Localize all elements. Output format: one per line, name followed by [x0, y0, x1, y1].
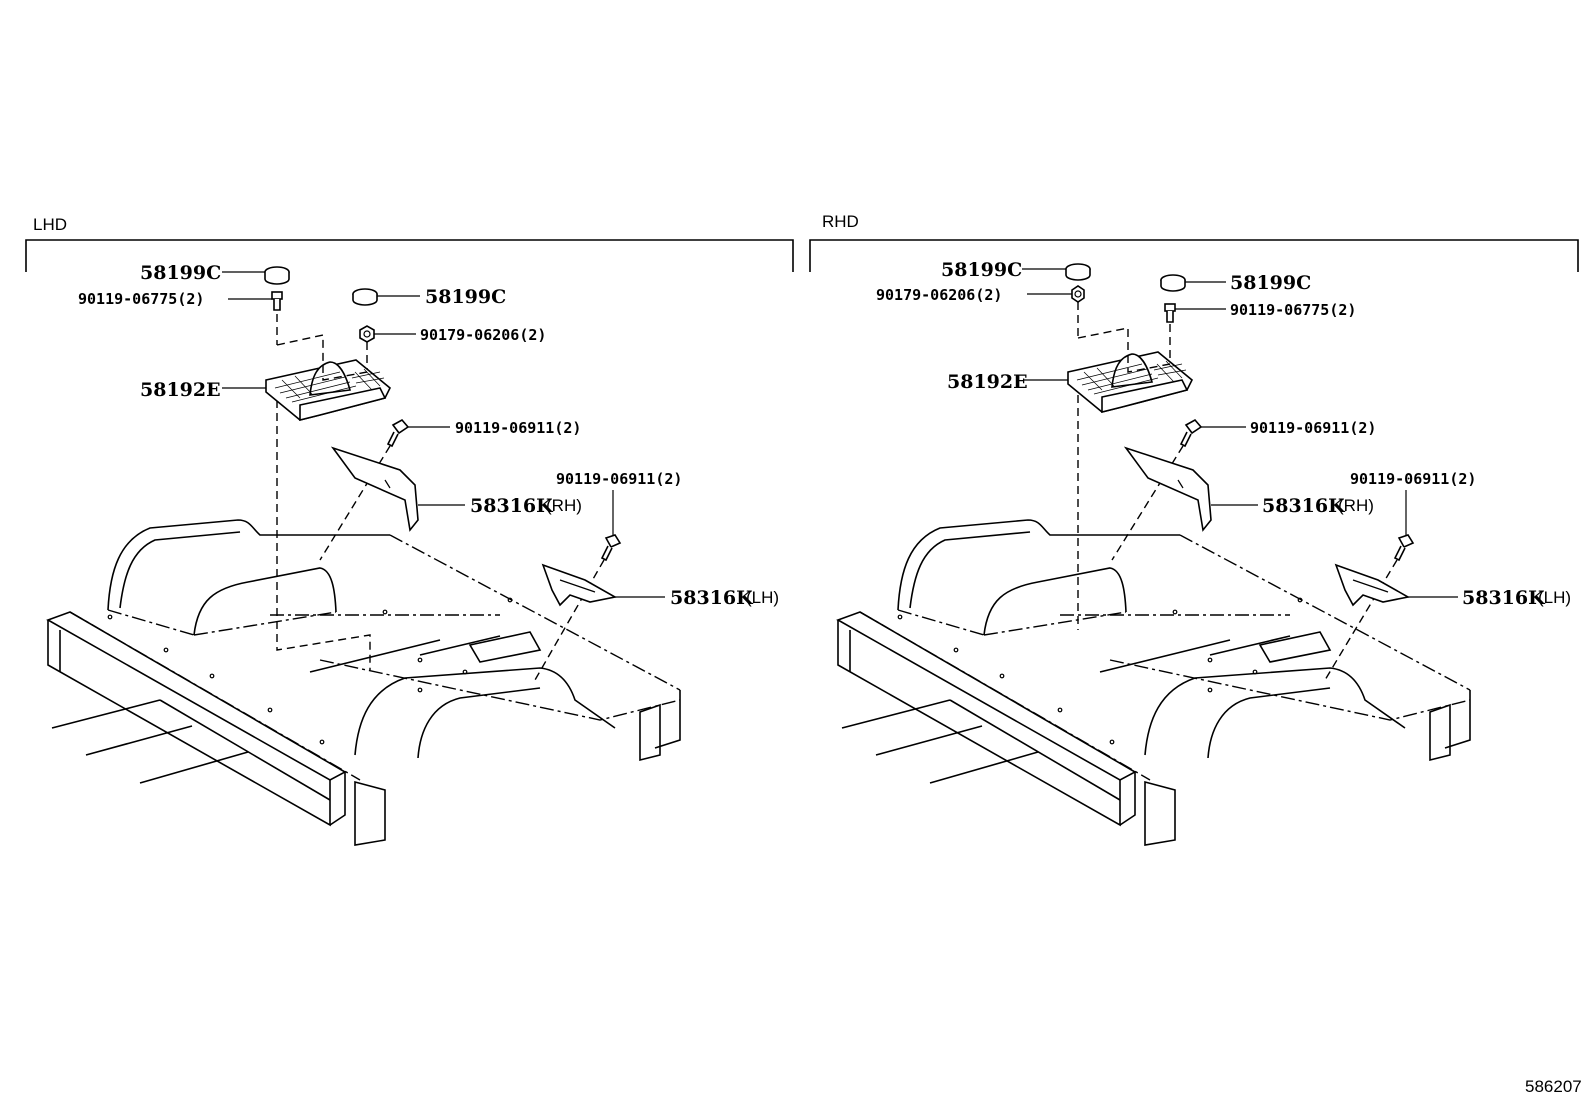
trim-58316k-lh-rhd[interactable] [1334, 563, 1411, 607]
bracket-58192e-lhd[interactable] [265, 359, 392, 422]
screw-90119-06911-rh-rhd[interactable] [1179, 418, 1203, 448]
nut-90179-06206-rhd[interactable] [1071, 285, 1085, 303]
assembly-line [1077, 302, 1129, 355]
label-58316k-lh-rhd[interactable]: 58316K [1462, 587, 1546, 609]
assembly-line [1111, 445, 1184, 561]
label-58192e-lhd[interactable]: 58192E [140, 379, 221, 401]
label-58199c-right-lhd[interactable]: 58199C [425, 286, 506, 308]
label-58199c-right-rhd[interactable]: 58199C [1230, 272, 1311, 294]
section-bracket-rhd [809, 239, 1579, 272]
section-title-rhd: RHD [822, 212, 859, 231]
label-90119-06775-lhd[interactable]: 90119-06775(2) [78, 290, 204, 308]
label-58199c-left-rhd[interactable]: 58199C [941, 259, 1022, 281]
label-90119-06911-lh-lhd[interactable]: 90119-06911(2) [556, 470, 682, 488]
assembly-line [319, 445, 391, 561]
section-rhd: RHD [809, 212, 1579, 846]
section-bracket-lhd [25, 239, 794, 272]
label-side-rh-rhd: (RH) [1338, 496, 1374, 515]
label-58316k-lh-lhd[interactable]: 58316K [670, 587, 754, 609]
diagram-id: 586207 [1525, 1077, 1582, 1096]
floor-panel-drawing-lhd [46, 519, 681, 846]
cap-58199c-right-lhd[interactable] [352, 288, 378, 306]
label-58316k-rh-rhd[interactable]: 58316K [1262, 495, 1346, 517]
label-90119-06911-rh-lhd[interactable]: 90119-06911(2) [455, 419, 581, 437]
label-90119-06775-rhd[interactable]: 90119-06775(2) [1230, 301, 1356, 319]
nut-90179-06206-lhd[interactable] [359, 325, 375, 343]
label-58192e-rhd[interactable]: 58192E [947, 371, 1028, 393]
label-90179-06206-lhd[interactable]: 90179-06206(2) [420, 326, 546, 344]
floor-panel-drawing-rhd [836, 519, 1471, 846]
label-58316k-rh-lhd[interactable]: 58316K [470, 495, 554, 517]
screw-90119-06911-lh-lhd[interactable] [600, 534, 622, 562]
screw-90119-06911-rh-lhd[interactable] [386, 418, 410, 448]
trim-58316k-rh-lhd[interactable] [330, 446, 419, 532]
bolt-90119-06775-rhd[interactable] [1164, 303, 1176, 323]
label-side-rh-lhd: (RH) [546, 496, 582, 515]
label-side-lh-rhd: (LH) [1538, 588, 1571, 607]
label-90119-06911-rh-rhd[interactable]: 90119-06911(2) [1250, 419, 1376, 437]
assembly-line [276, 400, 371, 670]
section-lhd: LHD [25, 215, 794, 846]
trim-58316k-rh-rhd[interactable] [1123, 446, 1212, 532]
screw-90119-06911-lh-rhd[interactable] [1393, 534, 1415, 562]
label-58199c-left-lhd[interactable]: 58199C [140, 262, 221, 284]
assembly-line [534, 559, 605, 681]
cap-58199c-right-rhd[interactable] [1160, 274, 1186, 292]
section-title-lhd: LHD [33, 215, 67, 234]
label-90119-06911-lh-rhd[interactable]: 90119-06911(2) [1350, 470, 1476, 488]
cap-58199c-left-lhd[interactable] [264, 266, 290, 285]
label-90179-06206-rhd[interactable]: 90179-06206(2) [876, 286, 1002, 304]
bolt-90119-06775-lhd[interactable] [271, 291, 283, 311]
bracket-58192e-rhd[interactable] [1067, 351, 1194, 414]
assembly-line [1324, 559, 1398, 681]
label-side-lh-lhd: (LH) [746, 588, 779, 607]
cap-58199c-left-rhd[interactable] [1065, 263, 1091, 281]
assembly-line [276, 314, 324, 365]
trim-58316k-lh-lhd[interactable] [541, 563, 618, 607]
